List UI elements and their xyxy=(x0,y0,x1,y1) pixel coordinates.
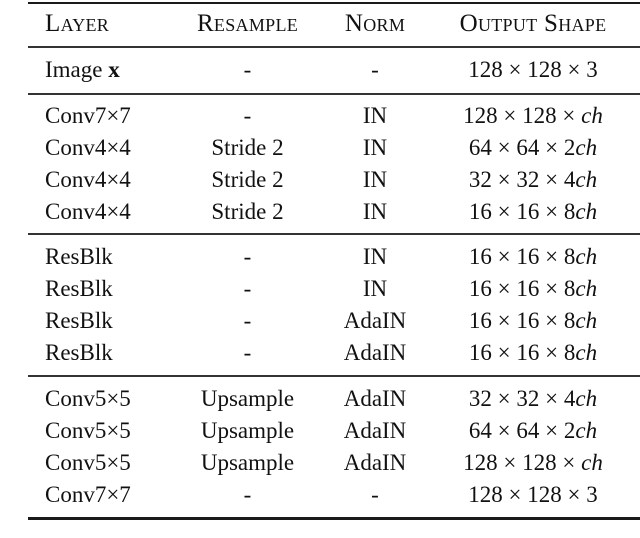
cell-resample: - xyxy=(243,340,252,365)
cell-layer: Conv5×5 xyxy=(45,386,131,411)
cell-shape: 16 × 16 × 8ch xyxy=(468,199,598,224)
cell-layer: Conv4×4 xyxy=(45,135,131,160)
table-row: Conv7×7 - - 128 × 128 × 3 xyxy=(0,479,640,511)
cell-shape: 128 × 128 × 3 xyxy=(468,482,598,507)
cell-norm: IN xyxy=(362,167,388,192)
cell-layer: ResBlk xyxy=(45,308,113,333)
cell-shape: 128 × 128 × ch xyxy=(463,103,603,128)
cell-resample: - xyxy=(243,57,252,82)
cell-resample: Upsample xyxy=(200,418,295,443)
cell-layer: Image x xyxy=(45,57,120,82)
header-resample: Resample xyxy=(196,10,299,37)
cell-layer: ResBlk xyxy=(45,340,113,365)
cell-shape: 64 × 64 × 2ch xyxy=(468,135,598,160)
cell-norm: AdaIN xyxy=(343,450,407,475)
cell-layer: ResBlk xyxy=(45,244,113,269)
cell-resample: Stride 2 xyxy=(211,167,284,192)
group-rule-3 xyxy=(28,375,640,377)
cell-resample: - xyxy=(243,103,252,128)
cell-layer: Conv7×7 xyxy=(45,482,131,507)
cell-norm: AdaIN xyxy=(343,340,407,365)
table-row: Conv5×5 Upsample AdaIN 64 × 64 × 2ch xyxy=(0,415,640,447)
cell-shape: 16 × 16 × 8ch xyxy=(468,340,598,365)
bottom-rule xyxy=(28,517,640,520)
table-row: Conv5×5 Upsample AdaIN 32 × 32 × 4ch xyxy=(0,383,640,415)
cell-shape: 32 × 32 × 4ch xyxy=(468,386,598,411)
cell-layer: Conv4×4 xyxy=(45,199,131,224)
cell-norm: IN xyxy=(362,276,388,301)
cell-resample: - xyxy=(243,308,252,333)
cell-resample: - xyxy=(243,244,252,269)
cell-layer: Conv5×5 xyxy=(45,418,131,443)
cell-layer: Conv4×4 xyxy=(45,167,131,192)
table-row: ResBlk - AdaIN 16 × 16 × 8ch xyxy=(0,305,640,337)
table-row: Conv4×4 Stride 2 IN 32 × 32 × 4ch xyxy=(0,164,640,196)
cell-layer: Conv5×5 xyxy=(45,450,131,475)
cell-layer: ResBlk xyxy=(45,276,113,301)
header-output-shape: Output Shape xyxy=(459,10,607,37)
cell-shape: 16 × 16 × 8ch xyxy=(468,244,598,269)
cell-shape: 64 × 64 × 2ch xyxy=(468,418,598,443)
header-norm: Norm xyxy=(344,10,406,37)
cell-norm: AdaIN xyxy=(343,386,407,411)
table-row: Conv5×5 Upsample AdaIN 128 × 128 × ch xyxy=(0,447,640,479)
cell-resample: - xyxy=(243,482,252,507)
cell-norm: IN xyxy=(362,199,388,224)
top-rule xyxy=(28,2,640,4)
table-row: Conv4×4 Stride 2 IN 16 × 16 × 8ch xyxy=(0,196,640,228)
cell-resample: Upsample xyxy=(200,386,295,411)
table-row: ResBlk - IN 16 × 16 × 8ch xyxy=(0,241,640,273)
header-row: Layer Resample Norm Output Shape xyxy=(0,8,640,40)
cell-resample: Stride 2 xyxy=(211,199,284,224)
cell-norm: - xyxy=(371,482,379,507)
cell-shape: 16 × 16 × 8ch xyxy=(468,276,598,301)
cell-layer: Conv7×7 xyxy=(45,103,131,128)
cell-shape: 16 × 16 × 8ch xyxy=(468,308,598,333)
header-rule xyxy=(28,46,640,48)
table-row: Conv4×4 Stride 2 IN 64 × 64 × 2ch xyxy=(0,132,640,164)
table-row: Conv7×7 - IN 128 × 128 × ch xyxy=(0,100,640,132)
header-layer: Layer xyxy=(45,10,110,37)
cell-norm: - xyxy=(371,57,379,82)
table-row: ResBlk - IN 16 × 16 × 8ch xyxy=(0,273,640,305)
cell-shape: 128 × 128 × 3 xyxy=(468,57,598,82)
cell-resample: Upsample xyxy=(200,450,295,475)
group-rule-1 xyxy=(28,93,640,95)
cell-shape: 128 × 128 × ch xyxy=(463,450,603,475)
table-row: ResBlk - AdaIN 16 × 16 × 8ch xyxy=(0,337,640,369)
cell-norm: AdaIN xyxy=(343,418,407,443)
cell-norm: IN xyxy=(362,135,388,160)
cell-norm: IN xyxy=(362,103,388,128)
cell-norm: AdaIN xyxy=(343,308,407,333)
cell-resample: - xyxy=(243,276,252,301)
cell-shape: 32 × 32 × 4ch xyxy=(468,167,598,192)
group-rule-2 xyxy=(28,233,640,235)
input-row: Image x - - 128 × 128 × 3 xyxy=(0,54,640,86)
cell-resample: Stride 2 xyxy=(211,135,284,160)
cell-norm: IN xyxy=(362,244,388,269)
